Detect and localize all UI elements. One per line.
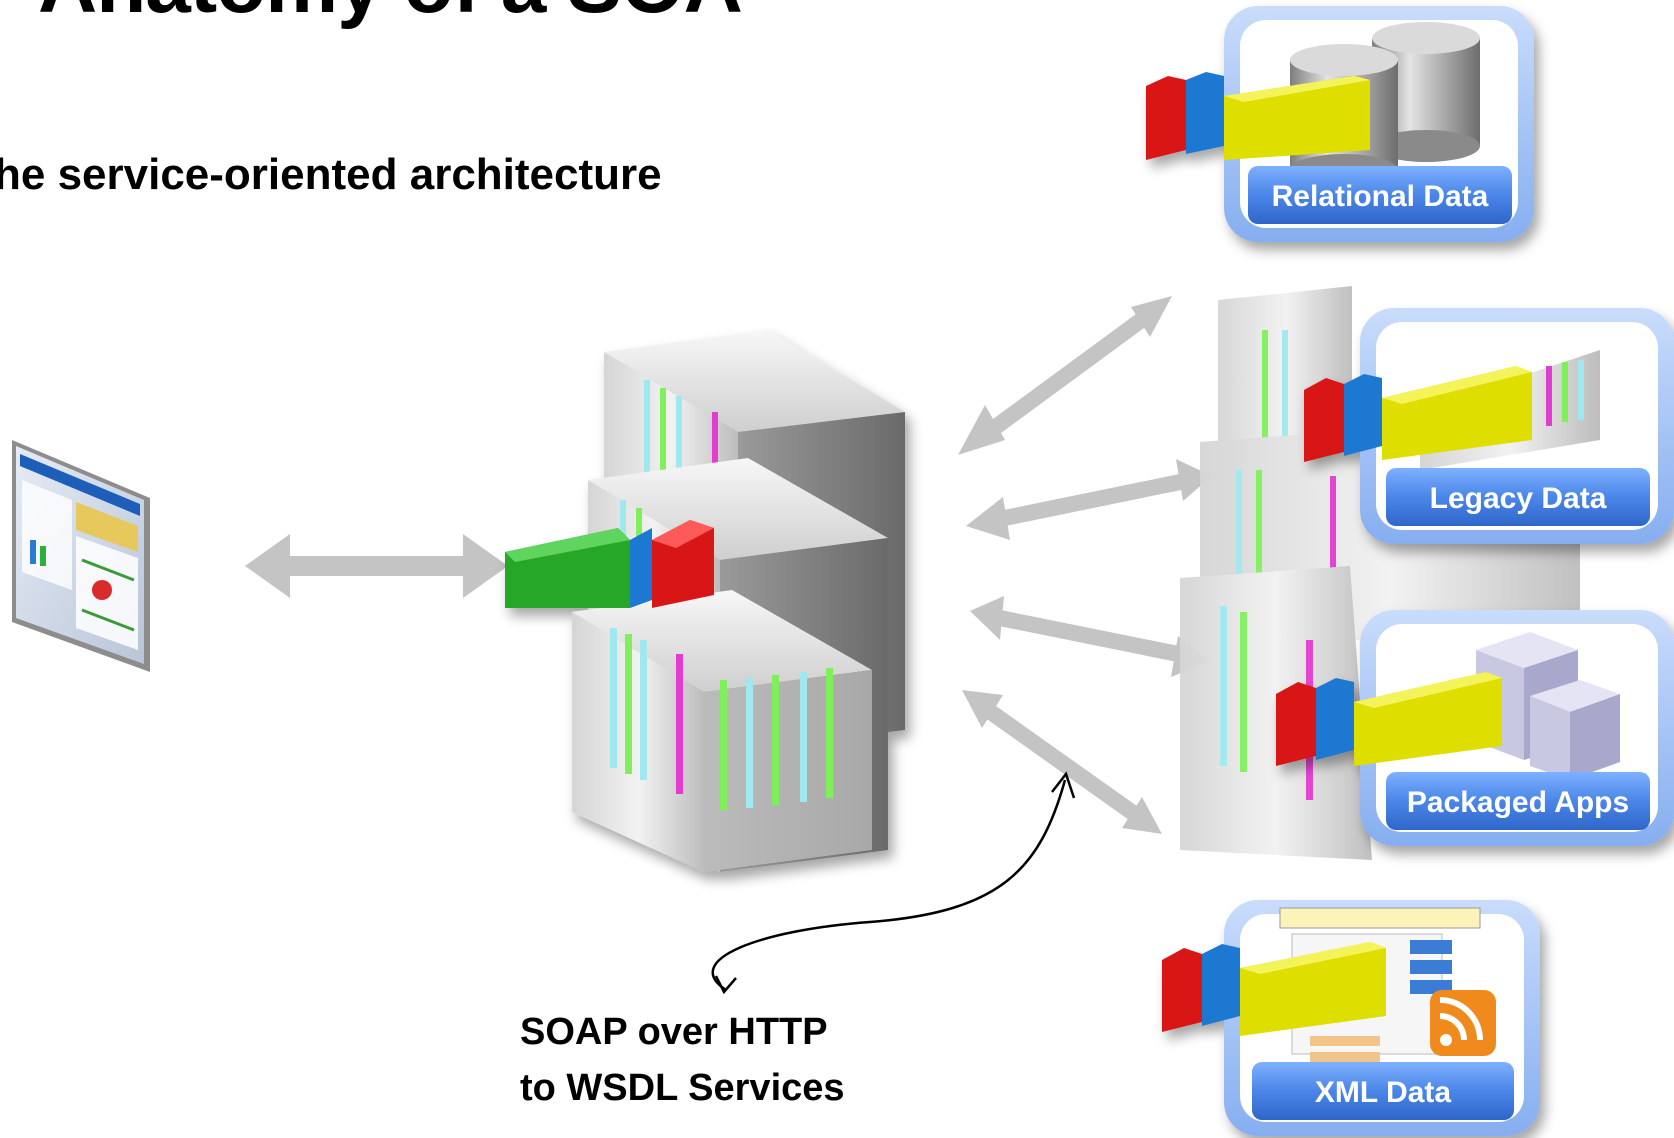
arrow-to-relational <box>958 296 1172 455</box>
page-title: Anatomy of a SOA <box>38 0 743 32</box>
browser-window-icon <box>12 440 150 672</box>
arrow-to-packaged <box>970 596 1211 677</box>
client-service-arrow <box>245 534 508 598</box>
legacy-data-panel: Legacy Data <box>1304 308 1674 544</box>
arrows <box>245 296 1212 834</box>
xml-data-panel: XML Data <box>1162 900 1540 1136</box>
packaged-service-connector <box>1276 672 1502 766</box>
central-server-cluster <box>505 330 905 872</box>
relational-data-panel: Relational Data <box>1146 6 1534 242</box>
relational-service-connector <box>1146 72 1370 160</box>
page-subtitle: he service-oriented architecture <box>0 150 662 199</box>
central-service-connector <box>505 520 714 608</box>
data-source-label: Packaged Apps <box>1407 786 1629 819</box>
data-source-label: Legacy Data <box>1430 482 1607 515</box>
soap-caption: SOAP over HTTP to WSDL Services <box>520 1004 845 1116</box>
arrow-to-legacy <box>966 459 1212 540</box>
xml-service-connector <box>1162 942 1386 1036</box>
arrow-to-xml <box>962 690 1162 834</box>
caption-line-1: SOAP over HTTP <box>520 1011 828 1053</box>
callout-pointer <box>711 771 1076 995</box>
server-stack-icon <box>1476 632 1620 780</box>
rss-feed-icon <box>1430 990 1496 1056</box>
packaged-apps-panel: Packaged Apps <box>1276 610 1674 846</box>
server-front <box>572 590 872 872</box>
caption-line-2: to WSDL Services <box>520 1067 845 1109</box>
data-source-label: XML Data <box>1315 1076 1451 1109</box>
data-source-label: Relational Data <box>1272 180 1489 213</box>
legacy-service-connector <box>1304 366 1532 462</box>
